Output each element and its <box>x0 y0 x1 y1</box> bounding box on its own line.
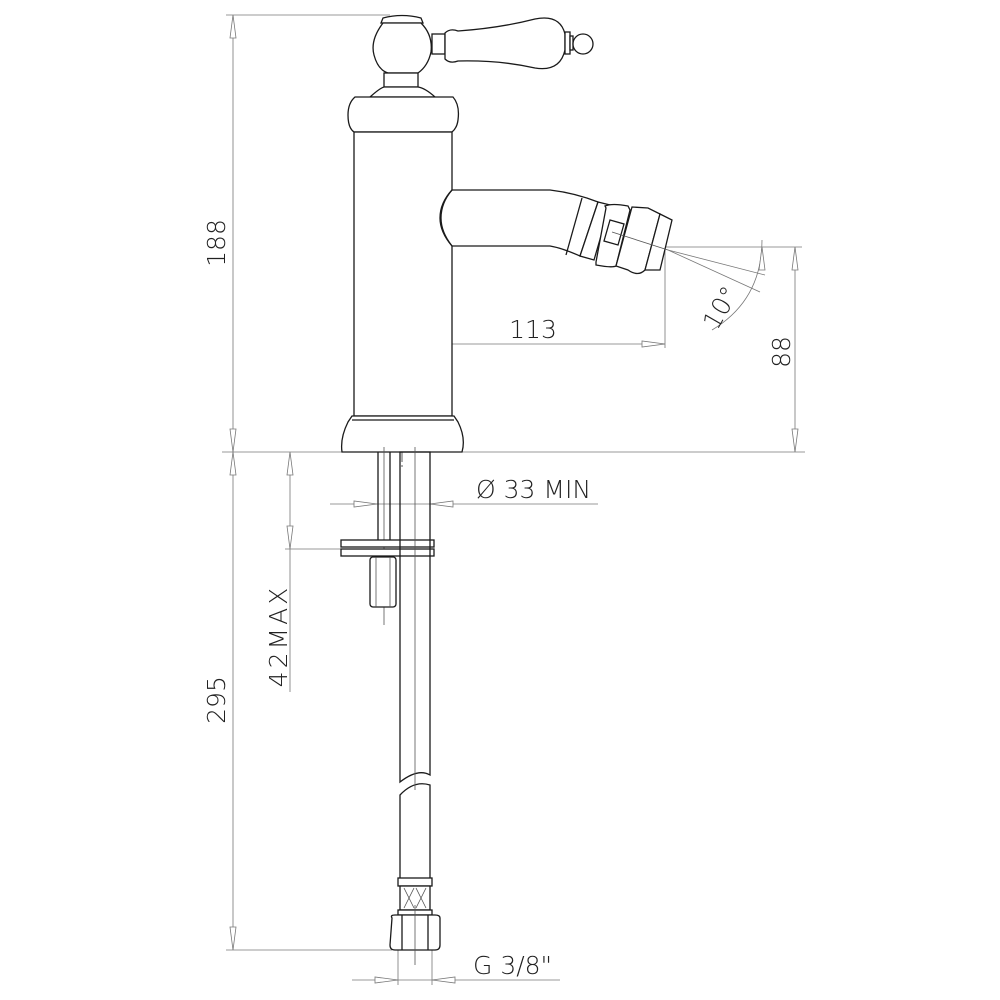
dimension-10-degree-label: 10° <box>697 281 744 334</box>
dimension-113-label: 113 <box>509 315 557 344</box>
lever-handle <box>368 14 594 98</box>
fixing-nut <box>369 556 397 608</box>
dimension-g-3-8-label: G 3/8" <box>473 951 552 980</box>
hose-hex-nut <box>389 905 441 965</box>
dimension-188: 188 <box>202 14 390 453</box>
braided-hose <box>399 447 431 881</box>
dimension-188-label: 188 <box>202 219 231 267</box>
dimension-diameter-33-label: Ø 33 MIN <box>476 475 591 504</box>
dimension-295-label: 295 <box>202 676 231 724</box>
spout <box>439 189 599 257</box>
dimension-88: 88 <box>665 246 802 453</box>
dimension-g-3-8: G 3/8" <box>352 950 560 985</box>
fixing-washers <box>340 539 435 557</box>
dimension-diameter-33: Ø 33 MIN <box>330 475 598 508</box>
base-collar <box>340 415 464 453</box>
body-cap <box>347 96 460 133</box>
dimension-42-max-label: 42MAX <box>264 585 293 688</box>
body-column <box>353 131 453 417</box>
dimension-42-max: 42MAX <box>264 451 345 692</box>
dimension-295: 295 <box>202 451 392 951</box>
swivel-aerator <box>579 201 673 275</box>
dimension-10-degree: 10° <box>667 239 766 334</box>
dimension-88-label: 88 <box>767 336 796 368</box>
